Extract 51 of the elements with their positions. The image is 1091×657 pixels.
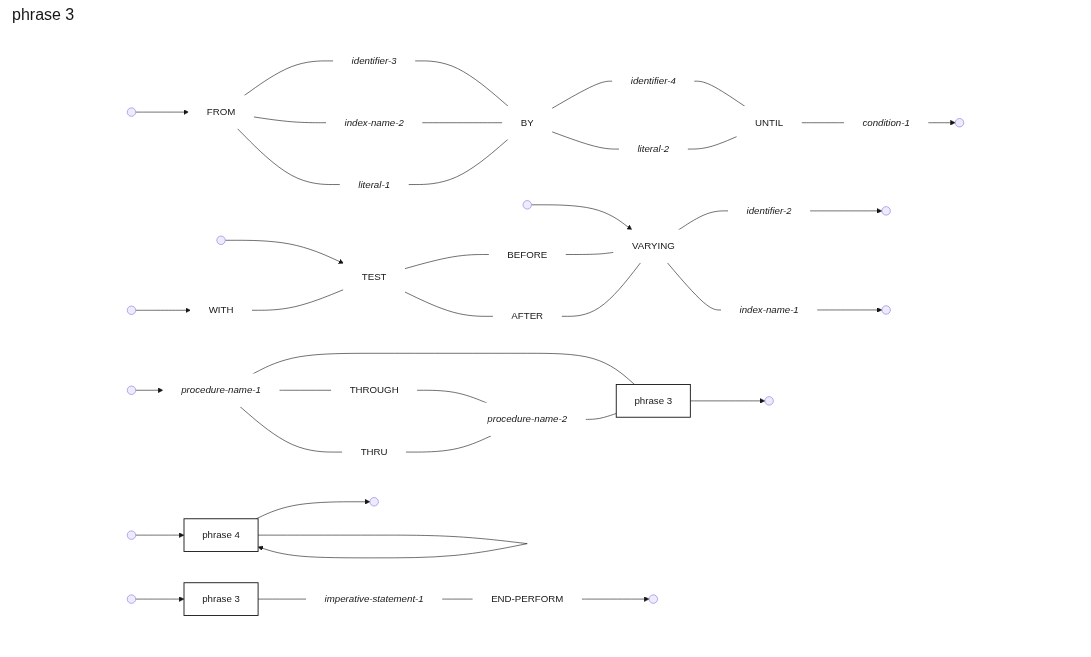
node-text: index-name-2 bbox=[344, 117, 404, 128]
node-text: BY bbox=[520, 117, 534, 128]
connector-line bbox=[666, 262, 722, 311]
node-text: literal-2 bbox=[637, 143, 670, 154]
node-text: WITH bbox=[208, 304, 234, 316]
node-text: TEST bbox=[361, 271, 387, 283]
connector-line bbox=[678, 210, 729, 231]
node-text: VARYING bbox=[631, 240, 675, 252]
connector-line bbox=[801, 122, 845, 124]
connector-line bbox=[253, 116, 327, 124]
node-text: BEFORE bbox=[507, 249, 548, 260]
node-text: THROUGH bbox=[349, 384, 399, 396]
connector-line bbox=[565, 252, 615, 255]
node-text: condition-1 bbox=[862, 117, 910, 128]
connector-line bbox=[251, 289, 344, 311]
node-box: phrase 3 bbox=[183, 582, 259, 616]
node-text: identifier-2 bbox=[746, 205, 792, 216]
node-text: procedure-name-2 bbox=[487, 413, 568, 425]
connector-line bbox=[404, 291, 494, 317]
connector-line bbox=[551, 131, 620, 150]
node-text: FROM bbox=[206, 106, 236, 117]
connector-line bbox=[693, 80, 746, 107]
connector-line bbox=[243, 60, 334, 97]
node-text: identifier-3 bbox=[351, 55, 397, 66]
node-text: END-PERFORM bbox=[491, 593, 564, 604]
connector-line bbox=[239, 406, 343, 453]
node-text: index-name-1 bbox=[739, 304, 799, 315]
connector-line bbox=[414, 60, 509, 107]
connector-line bbox=[257, 598, 307, 600]
connector-line bbox=[551, 80, 613, 109]
node-box: phrase 3 bbox=[615, 384, 691, 418]
connector-line bbox=[441, 598, 474, 600]
node-text: literal-1 bbox=[358, 179, 391, 190]
node-text: THRU bbox=[360, 446, 388, 457]
node-box: phrase 4 bbox=[183, 518, 259, 552]
connector-line bbox=[687, 136, 738, 150]
connector-line bbox=[404, 254, 490, 269]
connector-line bbox=[561, 262, 641, 317]
node-text: procedure-name-1 bbox=[181, 384, 261, 396]
connector-line bbox=[421, 122, 503, 124]
connector-line bbox=[405, 435, 492, 453]
node-text: imperative-statement-1 bbox=[324, 593, 424, 604]
connector-line bbox=[278, 389, 332, 391]
section-heading: phrase 3 bbox=[12, 6, 75, 23]
connector-line bbox=[585, 413, 617, 420]
connector-line bbox=[416, 389, 488, 404]
node-text: UNTIL bbox=[755, 117, 784, 128]
node-text: AFTER bbox=[511, 310, 544, 322]
connector-line bbox=[407, 138, 509, 185]
node-text: identifier-4 bbox=[630, 75, 676, 87]
connector-line bbox=[236, 128, 341, 185]
